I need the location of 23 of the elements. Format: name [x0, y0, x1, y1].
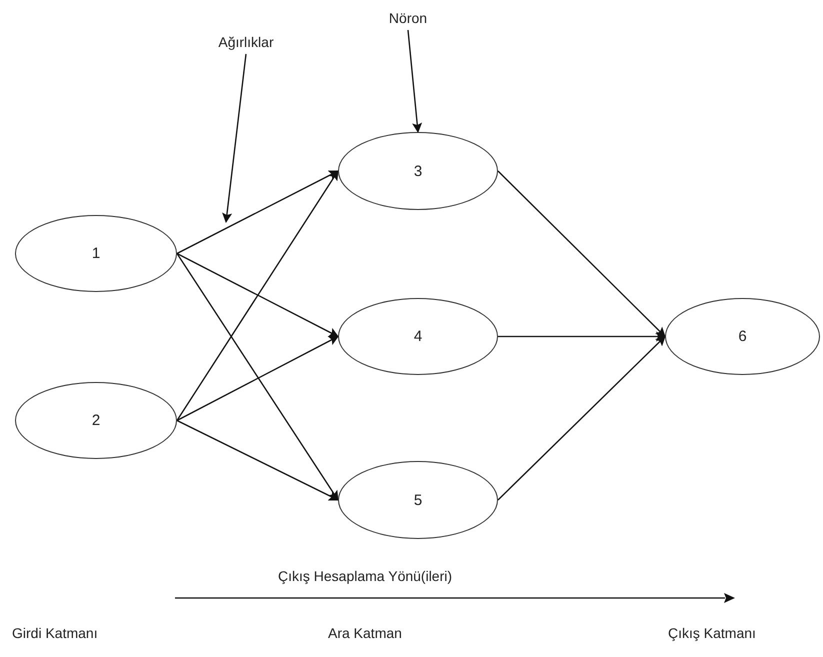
leader-line	[222, 54, 247, 223]
annotation-label: Nöron	[378, 8, 438, 28]
node-number: 3	[414, 162, 422, 180]
node-number: 5	[414, 492, 422, 508]
layer-label: Çıkış Hesaplama Yönü(ileri)	[278, 568, 452, 584]
arrow	[176, 170, 339, 421]
arrow	[176, 420, 339, 501]
leader-line	[407, 30, 422, 133]
arrow	[176, 170, 339, 254]
node-number: 6	[738, 328, 747, 345]
node-number: 4	[414, 328, 422, 345]
node-number: 2	[92, 412, 100, 429]
arrow	[176, 252, 339, 338]
layer-label: Girdi Katmanı	[12, 625, 98, 641]
layer-label: Ara Katman	[328, 625, 402, 641]
arrow	[176, 336, 339, 422]
arrow	[498, 332, 666, 342]
annotation-label: Ağırlıklar	[196, 32, 296, 52]
arrow	[498, 170, 666, 338]
arrow	[498, 336, 666, 500]
arrow	[176, 253, 339, 501]
node-number: 1	[92, 245, 100, 262]
layer-label: Çıkış Katmanı	[668, 625, 756, 641]
